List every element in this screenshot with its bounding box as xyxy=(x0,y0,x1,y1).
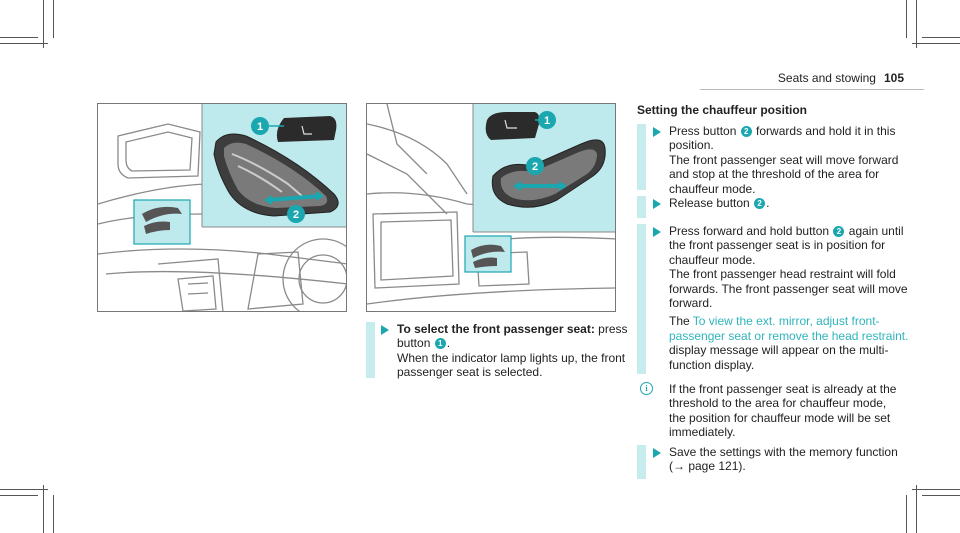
callout-1-icon: 1 xyxy=(434,338,446,350)
info-icon: i xyxy=(640,382,653,395)
door-panel-illustration: 1 2 xyxy=(98,104,346,311)
step-text: the front passenger seat is in position … xyxy=(669,238,886,253)
step-highlight xyxy=(637,224,646,374)
crop-mark xyxy=(912,489,960,490)
note-text: immediately. xyxy=(669,425,736,440)
step-1: Press button 2 forwards and hold it in t… xyxy=(669,124,919,196)
step-select-text: . xyxy=(446,336,451,351)
step-select-text: When the indicator lamp lights up, the f… xyxy=(397,350,626,365)
crop-mark xyxy=(43,0,44,48)
step-select-text: press xyxy=(594,322,628,336)
step-arrow-icon xyxy=(381,325,389,335)
crop-mark xyxy=(53,0,54,38)
step-highlight xyxy=(637,445,646,479)
note-text: If the front passenger seat is already a… xyxy=(669,382,897,396)
info-note: If the front passenger seat is already a… xyxy=(669,382,919,440)
step-text: Press button xyxy=(669,124,740,138)
callout-2-icon: 2 xyxy=(754,198,766,209)
figure-dashboard: 1 2 xyxy=(366,103,616,312)
callout-2-icon: 2 xyxy=(740,126,752,137)
callout-2-icon: 2 xyxy=(833,226,845,237)
step-3: Press forward and hold button 2 again un… xyxy=(669,224,919,372)
crop-mark xyxy=(922,495,960,496)
crop-mark xyxy=(53,495,54,533)
step-select-text: passenger seat is selected. xyxy=(397,365,543,380)
step-arrow-icon xyxy=(653,448,661,458)
step-text: The front passenger seat will move forwa… xyxy=(669,152,899,167)
callout-1: 1 xyxy=(257,121,263,133)
note-text: threshold to the area for chauffeur mode… xyxy=(669,396,887,411)
step-arrow-icon xyxy=(653,127,661,137)
step-select-title: To select the front passenger seat: xyxy=(397,322,595,336)
step-text: Press forward and hold button xyxy=(669,224,833,238)
step-text: chauffeur mode. xyxy=(669,252,756,267)
display-message-text: passenger seat or remove the head restra… xyxy=(669,328,909,343)
dashboard-illustration: 1 2 xyxy=(367,104,615,305)
note-text: the position for chauffeur mode will be … xyxy=(669,410,891,425)
step-4: Save the settings with the memory functi… xyxy=(669,445,919,474)
section-title: Seats and stowing xyxy=(777,71,876,85)
crop-mark xyxy=(916,485,917,533)
crop-mark xyxy=(906,0,907,38)
step-text: forward. xyxy=(669,296,713,311)
step-text: forwards and hold it in this xyxy=(752,124,896,138)
crop-mark xyxy=(0,489,48,490)
step-text: position. xyxy=(669,138,714,153)
crop-mark xyxy=(43,485,44,533)
step-highlight xyxy=(637,196,646,218)
step-text: forwards. The front passenger seat will … xyxy=(669,281,908,296)
step-text: and stop at the threshold of the area fo… xyxy=(669,167,880,182)
step-text: function display. xyxy=(669,357,755,372)
crop-mark xyxy=(906,495,907,533)
step-arrow-icon xyxy=(653,199,661,209)
step-2: Release button 2. xyxy=(669,196,919,210)
step-text: . xyxy=(766,196,770,210)
crop-mark xyxy=(0,37,38,38)
crop-mark xyxy=(922,37,960,38)
section-heading: Setting the chauffeur position xyxy=(637,103,807,117)
step-highlight xyxy=(637,124,646,190)
step-text: display message will appear on the multi… xyxy=(669,343,889,358)
step-text: chauffeur mode. xyxy=(669,181,756,196)
callout-2: 2 xyxy=(293,209,299,221)
figure-door-panel: 1 2 xyxy=(97,103,347,312)
step-text: The xyxy=(669,314,693,329)
crop-mark xyxy=(916,0,917,48)
step-highlight xyxy=(366,322,375,378)
crop-mark xyxy=(0,495,38,496)
running-header: Seats and stowing 105 xyxy=(778,71,904,85)
page-number: 105 xyxy=(883,71,904,85)
step-text: again until xyxy=(845,224,904,238)
display-message-text: To view the ext. mirror, adjust front- xyxy=(692,314,880,329)
step-select-seat: To select the front passenger seat: pres… xyxy=(397,322,637,380)
crop-mark xyxy=(912,43,960,44)
step-arrow-icon xyxy=(653,227,661,237)
callout-1: 1 xyxy=(544,115,550,127)
callout-2: 2 xyxy=(532,161,538,173)
step-text: Release button xyxy=(669,196,754,210)
step-text: The front passenger head restraint will … xyxy=(669,267,896,282)
step-text: Save the settings with the memory functi… xyxy=(669,445,898,459)
page-reference-link[interactable]: (→ page 121). xyxy=(669,459,746,474)
step-select-text: button xyxy=(397,336,434,351)
header-rule xyxy=(700,89,924,90)
crop-mark xyxy=(0,43,48,44)
